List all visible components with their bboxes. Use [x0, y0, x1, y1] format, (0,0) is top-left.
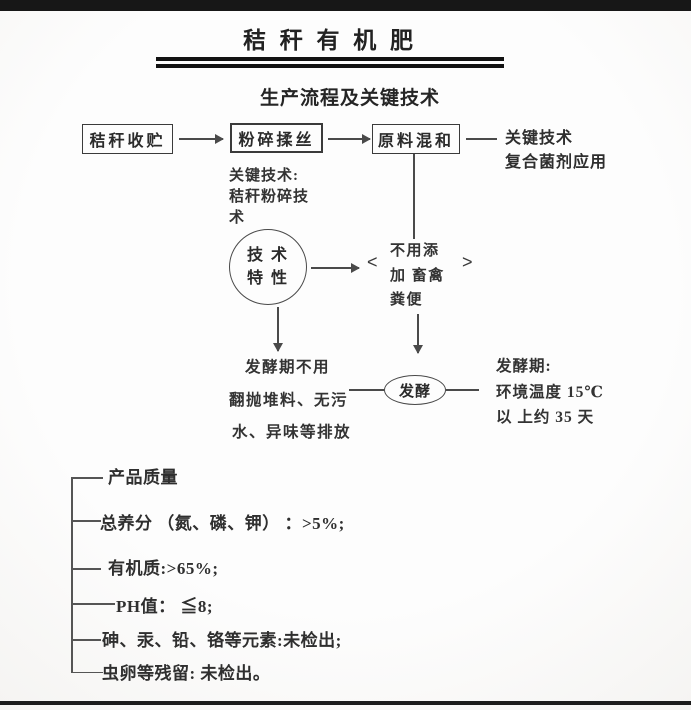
- quality-bracket-line: [71, 477, 73, 673]
- no-manure-line2: 加 畜禽: [390, 267, 445, 284]
- arrow-collect-to-crush: [179, 134, 224, 144]
- quality-tick-5: [71, 639, 101, 641]
- flow-box-straw-collection: 秸秆收贮: [82, 124, 173, 154]
- left-note-line2: 翻抛堆料、无污: [229, 392, 349, 409]
- line-ellipse-to-rightnote: [446, 389, 479, 391]
- chevron-right-mark: >: [462, 252, 473, 272]
- circle-line1: 技 术: [246, 247, 289, 264]
- right-note-line3: 以 上约 35 天: [496, 409, 595, 426]
- chevron-left-mark: <: [367, 252, 378, 272]
- title-double-underline: [156, 57, 504, 68]
- line-mix-down: [413, 154, 415, 239]
- mix-note-line2: 复合菌剂应用: [505, 154, 608, 171]
- quality-tick-6: [71, 671, 103, 673]
- page-subtitle: 生产流程及关键技术: [259, 88, 440, 109]
- right-note-line1: 发酵期:: [496, 358, 552, 375]
- top-border-bar: [0, 0, 691, 11]
- page-title: 秸 秆 有 机 肥: [243, 28, 417, 53]
- quality-tick-2: [71, 520, 101, 522]
- crush-note-line2: 秸秆粉碎技: [229, 189, 310, 205]
- fermentation-period-note: 发酵期: 环境温度 15℃ 以 上约 35 天: [496, 354, 604, 431]
- quality-item-product: 产品质量: [108, 468, 178, 487]
- quality-tick-1: [71, 477, 103, 479]
- bottom-border-line: [0, 701, 691, 705]
- mix-note-line1: 关键技术: [505, 130, 574, 147]
- no-manure-line3: 粪便: [390, 292, 424, 308]
- quality-item-ph: PH值： ≦8;: [116, 597, 214, 616]
- flow-box-crush-silk: 粉碎揉丝: [230, 123, 323, 153]
- quality-tick-4: [71, 603, 115, 605]
- left-note-line1: 发酵期不用: [245, 359, 331, 376]
- left-note-line3: 水、异味等排放: [232, 424, 352, 441]
- flow-box-material-mix: 原料混和: [372, 124, 460, 154]
- right-note-line2: 环境温度 15℃: [496, 383, 604, 401]
- arrow-circle-to-manure: [311, 263, 360, 273]
- quality-item-eggs: 虫卵等残留: 未检出。: [102, 664, 271, 683]
- quality-tick-3: [71, 568, 101, 570]
- crush-note-line1: 关键技术:: [229, 168, 299, 184]
- tech-characteristics-circle: 技 术 特 性: [229, 229, 307, 305]
- crush-key-tech-note: 关键技术: 秸秆粉碎技 术: [229, 166, 309, 229]
- circle-line2: 特 性: [246, 270, 289, 287]
- line-mix-to-note: [466, 138, 497, 140]
- crush-note-line3: 术: [229, 210, 246, 226]
- no-manure-text: 不用添 加 畜禽 粪便: [390, 239, 445, 313]
- line-leftnote-to-ellipse: [349, 389, 384, 391]
- quality-item-heavy-metals: 砷、汞、铅、铬等元素:未检出;: [102, 631, 342, 650]
- fermentation-ellipse: 发酵: [384, 375, 446, 405]
- arrow-circle-down: [273, 307, 283, 352]
- arrow-crush-to-mix: [328, 134, 371, 144]
- mix-key-tech-note: 关键技术 复合菌剂应用: [505, 127, 607, 175]
- quality-item-organic: 有机质:>65%;: [108, 559, 219, 578]
- quality-item-nutrients: 总养分 （氮、磷、钾） ：>5%;: [100, 514, 345, 533]
- arrow-manure-to-ferment: [413, 314, 423, 354]
- no-manure-line1: 不用添: [390, 243, 440, 259]
